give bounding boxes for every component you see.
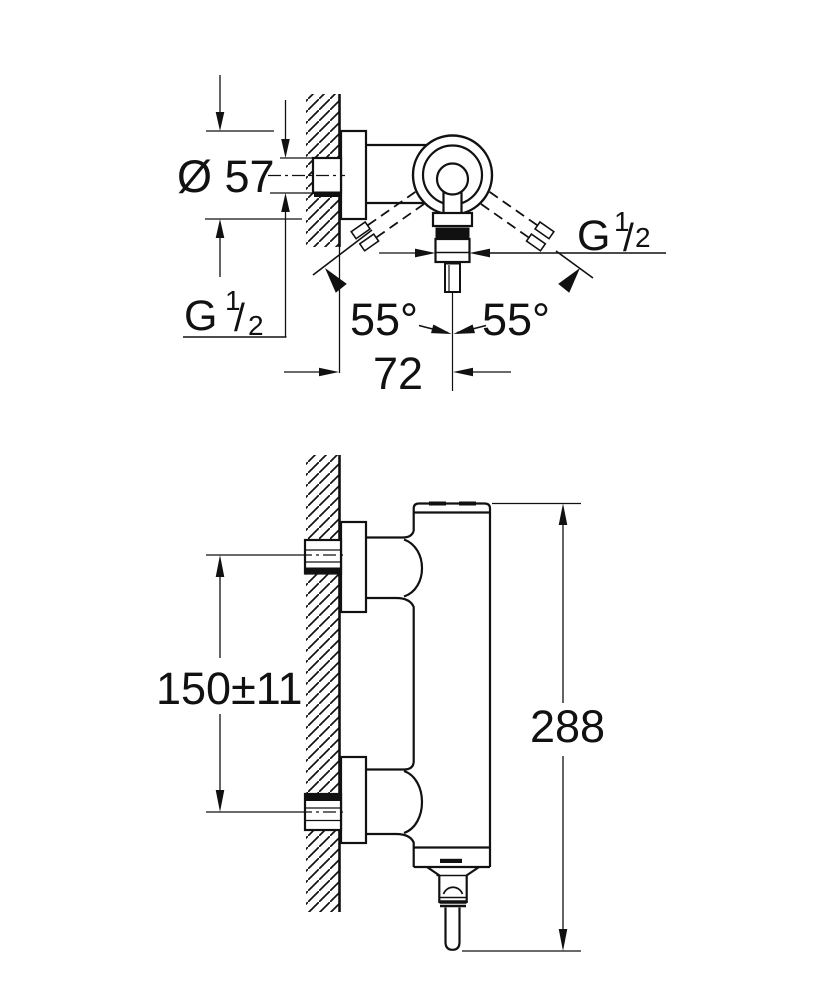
thread-label-left: G 1 / 2 (184, 285, 264, 341)
nut-shadow-top-view (314, 191, 340, 197)
svg-text:2: 2 (248, 310, 264, 341)
svg-text:/: / (623, 217, 634, 260)
wall-section-side (306, 455, 341, 912)
dimension-angles: 55° 55° (350, 294, 550, 345)
angle-arrow-right (558, 268, 580, 293)
lever-swing-dashed-left (350, 191, 425, 252)
spout-ball-curve (442, 886, 464, 895)
svg-text:1: 1 (225, 285, 241, 316)
angle-arrow-left (325, 268, 347, 293)
inlet-spacing-label: 150±11 (156, 663, 303, 714)
dimension-thread-right: G 1 / 2 (379, 206, 666, 260)
thread-label-right: G 1 / 2 (577, 206, 651, 260)
escutcheon-top-view (339, 129, 368, 221)
valve-body-top-view (431, 211, 474, 293)
angle-leg-left (312, 229, 373, 276)
angle-left-label: 55° (350, 294, 418, 345)
svg-text:G: G (577, 212, 610, 260)
svg-text:G: G (184, 292, 217, 340)
lower-union (299, 755, 368, 845)
dimension-diameter: Ø 57 (177, 75, 302, 277)
lever-swing-dashed-right (480, 191, 555, 252)
outlet-assembly (426, 866, 480, 951)
handle-top-view (411, 134, 494, 216)
lower-escutcheon (339, 755, 368, 845)
side-view: 150±11 288 (156, 455, 605, 952)
upper-union-ball (403, 538, 424, 598)
mixer-body-side-view (366, 501, 492, 869)
top-view: Ø 57 G 1 / 2 G 1 (177, 75, 666, 399)
wall-offset-label: 72 (373, 348, 423, 399)
diameter-label: Ø 57 (177, 151, 275, 202)
mixer-body-top-view (366, 143, 427, 205)
shower-hose-outlet-pipe (444, 907, 461, 951)
svg-text:2: 2 (635, 222, 651, 253)
base-plate-mark (440, 858, 462, 863)
angle-leg-right (555, 250, 594, 279)
angle-right-label: 55° (482, 294, 550, 345)
lower-union-ball (403, 769, 424, 835)
outlet-stub (444, 262, 461, 293)
upper-escutcheon (339, 520, 368, 614)
dimension-wall-offset: 72 (284, 348, 511, 399)
dimension-thread-left: G 1 / 2 (183, 100, 313, 341)
svg-text:1: 1 (614, 206, 630, 237)
svg-text:/: / (234, 297, 245, 340)
overall-height-label: 288 (530, 701, 605, 752)
wall-section-top (306, 94, 341, 373)
lever-knob-circle (435, 162, 470, 196)
upper-union (299, 520, 368, 614)
dimension-inlet-spacing: 150±11 (156, 554, 303, 813)
wall-hatch-side (306, 455, 340, 912)
dimension-overall-height: 288 (462, 502, 605, 952)
